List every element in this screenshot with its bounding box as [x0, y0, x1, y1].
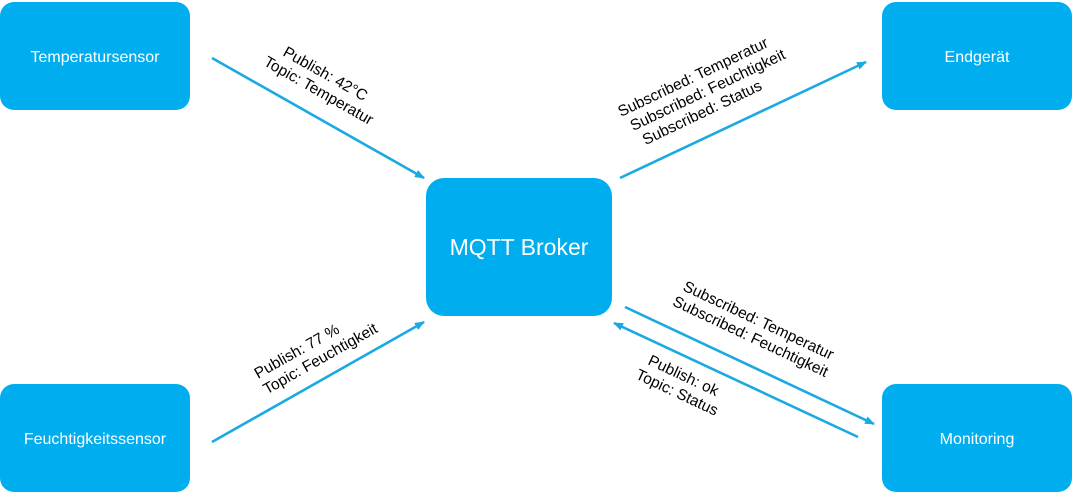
- node-feuchtigkeitssensor-label: Feuchtigkeitssensor: [24, 431, 167, 448]
- label-broker-to-endgeraet: Subscribed: Temperatur Subscribed: Feuch…: [615, 35, 788, 149]
- arrow-monitoring-to-broker: [613, 321, 859, 439]
- node-mqtt-broker: MQTT Broker: [426, 178, 612, 316]
- node-feuchtigkeitssensor: Feuchtigkeitssensor: [0, 384, 190, 492]
- arrow-broker-to-endgeraet: [619, 60, 867, 180]
- node-endgeraet-label: Endgerät: [945, 49, 1010, 66]
- node-temperatursensor: Temperatursensor: [0, 2, 190, 110]
- arrow-feucht-to-broker: [211, 320, 425, 444]
- arrow-temp-to-broker: [211, 56, 425, 180]
- arrow-broker-to-monitoring: [624, 305, 875, 426]
- node-endgeraet: Endgerät: [882, 2, 1072, 110]
- label-broker-to-monitoring: Subscribed: Temperatur Subscribed: Feuch…: [670, 278, 836, 381]
- label-monitoring-to-broker: Publish: ok Topic: Status: [633, 352, 721, 419]
- node-temperatursensor-label: Temperatursensor: [31, 49, 161, 66]
- node-monitoring-label: Monitoring: [940, 431, 1015, 448]
- label-temp-to-broker: Publish: 42°C Topic: Temperatur: [261, 44, 376, 129]
- node-mqtt-broker-label: MQTT Broker: [450, 234, 589, 260]
- node-monitoring: Monitoring: [882, 384, 1072, 492]
